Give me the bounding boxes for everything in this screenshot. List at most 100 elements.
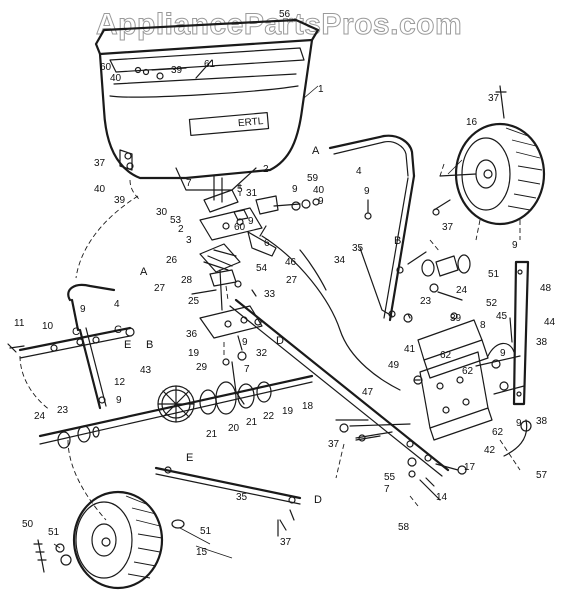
callout-letter: D bbox=[314, 494, 322, 506]
part-label: 14 bbox=[436, 492, 448, 503]
part-label: 23 bbox=[57, 405, 69, 416]
callout-letter: B bbox=[146, 339, 153, 351]
part-label: 51 bbox=[200, 526, 212, 537]
part-label: 4 bbox=[114, 299, 120, 310]
callout-letter: A bbox=[312, 145, 320, 157]
part-label: 37 bbox=[488, 93, 500, 104]
part-label: 31 bbox=[246, 188, 258, 199]
left-wheel bbox=[33, 490, 185, 590]
part-label: 19 bbox=[282, 406, 294, 417]
part-label: 5 bbox=[237, 184, 243, 195]
part-label: 49 bbox=[388, 360, 400, 371]
part-label: 37 bbox=[280, 537, 292, 548]
part-label: 21 bbox=[246, 417, 258, 428]
part-label: 56 bbox=[279, 9, 291, 20]
part-labels: 56 1 60 40 39 61 37 40 39 2 7 5 31 30 53… bbox=[14, 9, 556, 558]
callout-letter: B bbox=[394, 235, 401, 247]
part-label: 48 bbox=[540, 283, 552, 294]
callout-letters: A A B B C C D D E E bbox=[72, 145, 401, 506]
part-label: 51 bbox=[48, 527, 60, 538]
part-label: 45 bbox=[496, 311, 508, 322]
part-label: 54 bbox=[256, 263, 268, 274]
part-label: 59 bbox=[307, 173, 319, 184]
control-rods bbox=[154, 235, 401, 505]
part-label: 8 bbox=[480, 320, 486, 331]
part-label: 2 bbox=[263, 164, 269, 175]
part-label: 23 bbox=[420, 296, 432, 307]
callout-letter: E bbox=[186, 452, 193, 464]
part-label: 9 bbox=[242, 337, 248, 348]
part-label: 9 bbox=[318, 196, 324, 207]
left-frame bbox=[7, 283, 135, 410]
callout-letter: A bbox=[140, 266, 148, 278]
part-label: 22 bbox=[263, 411, 275, 422]
part-label: 9 bbox=[516, 418, 522, 429]
tow-handle bbox=[328, 134, 427, 322]
part-label: 7 bbox=[384, 484, 390, 495]
part-label: 27 bbox=[154, 283, 166, 294]
part-label: 30 bbox=[156, 207, 168, 218]
part-label: 44 bbox=[544, 317, 556, 328]
part-label: 58 bbox=[398, 522, 410, 533]
right-wheel bbox=[439, 85, 546, 226]
part-label: 17 bbox=[464, 462, 476, 473]
part-label: 37 bbox=[328, 439, 340, 450]
part-label: 51 bbox=[488, 269, 500, 280]
part-label: 62 bbox=[492, 427, 504, 438]
hopper: ERTL bbox=[94, 18, 320, 191]
part-label: 52 bbox=[486, 298, 498, 309]
part-label: 9 bbox=[80, 304, 86, 315]
part-label: 2 bbox=[178, 224, 184, 235]
part-label: 50 bbox=[22, 519, 34, 530]
part-label: 42 bbox=[484, 445, 496, 456]
part-label: 47 bbox=[362, 387, 374, 398]
part-label: 24 bbox=[34, 411, 46, 422]
part-label: 9 bbox=[512, 240, 518, 251]
part-label: 40 bbox=[313, 185, 325, 196]
part-label: 9 bbox=[292, 184, 298, 195]
part-label: 60 bbox=[234, 222, 246, 233]
part-label: 7 bbox=[244, 364, 250, 375]
part-label: 7 bbox=[186, 178, 192, 189]
part-label: 6 bbox=[264, 238, 270, 249]
part-label: 39 bbox=[114, 195, 126, 206]
part-label: 3 bbox=[186, 235, 192, 246]
part-label: 37 bbox=[94, 158, 106, 169]
callout-letter: C bbox=[72, 326, 80, 338]
part-label: 61 bbox=[204, 59, 216, 70]
part-label: 20 bbox=[228, 423, 240, 434]
part-label: 9 bbox=[248, 216, 254, 227]
part-label: 62 bbox=[440, 350, 452, 361]
part-label: 36 bbox=[186, 329, 198, 340]
part-label: 28 bbox=[181, 275, 193, 286]
part-label: 1 bbox=[318, 84, 324, 95]
part-label: 38 bbox=[536, 337, 548, 348]
part-label: 21 bbox=[206, 429, 218, 440]
part-label: 40 bbox=[94, 184, 106, 195]
main-frame bbox=[229, 298, 450, 477]
rear-axle bbox=[38, 374, 314, 449]
part-label: 40 bbox=[110, 73, 122, 84]
hardware bbox=[277, 199, 471, 537]
leader-lines bbox=[53, 85, 463, 559]
part-label: 18 bbox=[302, 401, 314, 412]
part-label: 37 bbox=[442, 222, 454, 233]
part-label: 9 bbox=[116, 395, 122, 406]
part-label: 24 bbox=[456, 285, 468, 296]
part-label: 60 bbox=[100, 62, 112, 73]
part-label: 57 bbox=[536, 470, 548, 481]
part-label: 33 bbox=[264, 289, 276, 300]
part-label: 53 bbox=[170, 215, 182, 226]
part-label: 9 bbox=[364, 186, 370, 197]
part-label: 46 bbox=[285, 257, 297, 268]
part-label: 10 bbox=[42, 321, 54, 332]
part-label: 12 bbox=[114, 377, 126, 388]
part-label: 26 bbox=[166, 255, 178, 266]
callout-letter: D bbox=[276, 335, 284, 347]
part-label: 32 bbox=[256, 348, 268, 359]
part-label: 39 bbox=[450, 313, 462, 324]
part-label: 39 bbox=[171, 65, 183, 76]
part-label: 25 bbox=[188, 296, 200, 307]
callout-letter: C bbox=[114, 324, 122, 336]
